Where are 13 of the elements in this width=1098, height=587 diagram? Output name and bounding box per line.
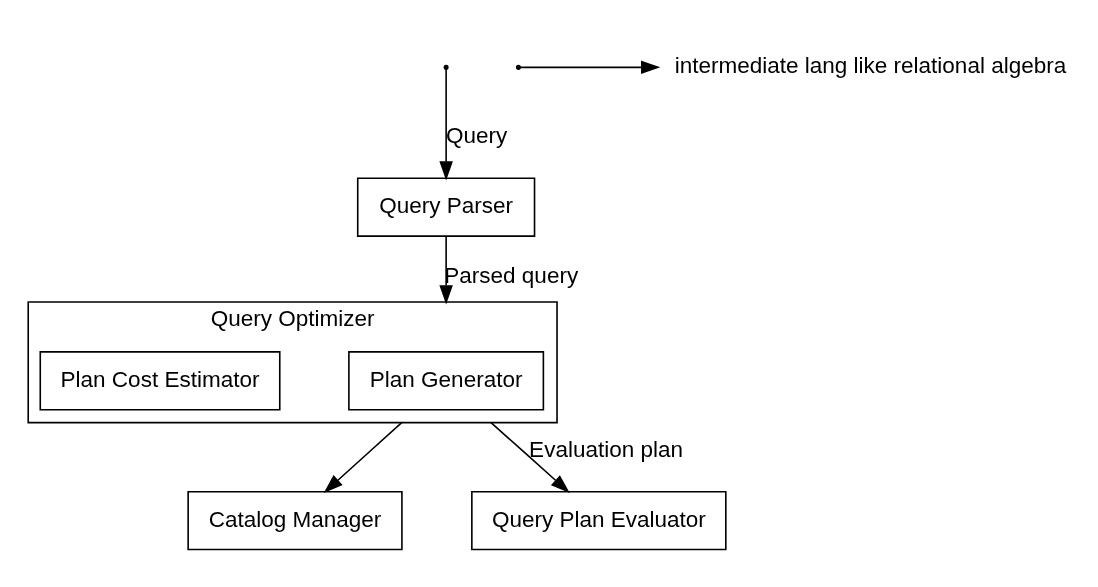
arrow	[323, 421, 403, 493]
node-box: Catalog Manager	[187, 490, 403, 550]
arrow	[490, 421, 570, 493]
node-box: Query Plan Evaluator	[471, 490, 727, 550]
node-box: Query Parser	[356, 176, 536, 237]
arrow	[439, 234, 453, 304]
edge-label: Query	[446, 122, 508, 148]
node-box: Plan Cost Estimator	[39, 350, 281, 411]
edge-label: Evaluation plan	[529, 436, 683, 462]
node-text: intermediate lang like relational algebra	[674, 52, 1067, 78]
arrow	[439, 68, 453, 181]
node-box: Plan Generator	[348, 350, 545, 411]
arrow	[519, 60, 661, 74]
